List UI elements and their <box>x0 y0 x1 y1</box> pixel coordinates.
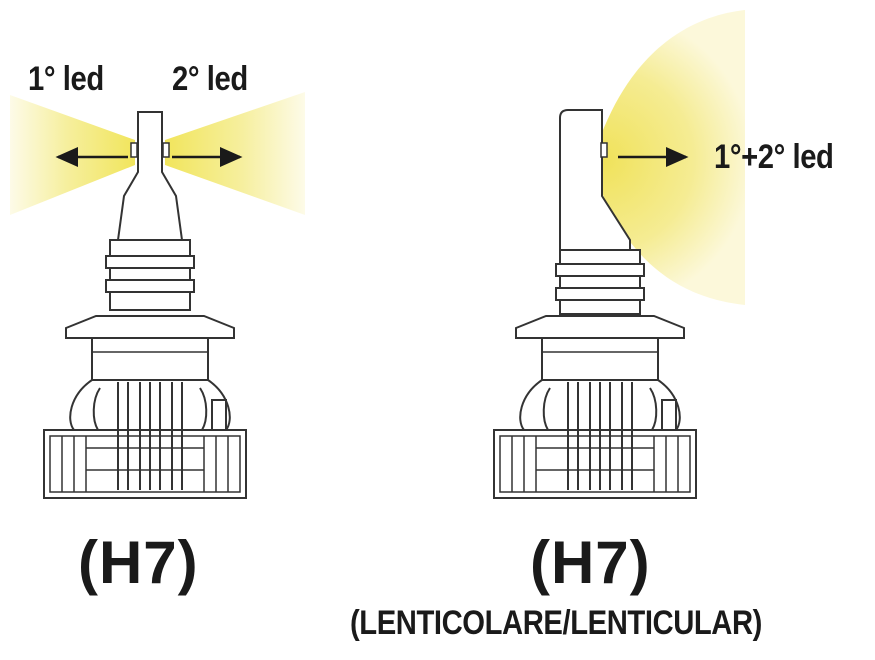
chip-board <box>559 109 631 251</box>
right-model-subtitle: (LENTICOLARE/LENTICULAR) <box>350 604 762 642</box>
chip-board <box>116 111 184 241</box>
label-1-2-led: 1°+2° led <box>714 138 834 176</box>
label-2-led: 2° led <box>172 60 248 98</box>
left-bulb <box>10 92 305 499</box>
left-model-title: (H7) <box>78 529 199 596</box>
label-1-led: 1° led <box>28 60 104 98</box>
right-beam <box>165 92 305 215</box>
left-beam <box>10 95 135 215</box>
right-bulb <box>493 10 745 499</box>
right-model-title: (H7) <box>530 529 651 596</box>
